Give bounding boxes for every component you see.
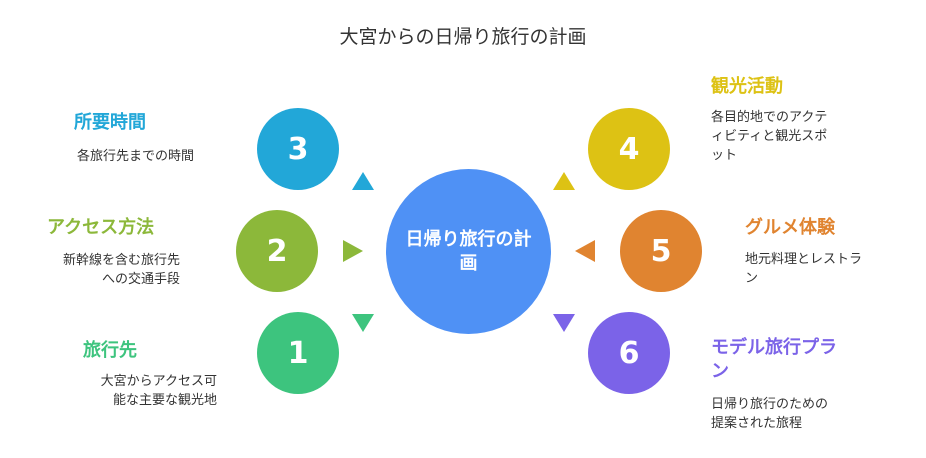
node-6-description-line: 提案された旅程 <box>711 416 803 431</box>
node-2-description-line: への交通手段 <box>101 272 180 287</box>
node-2-arrow <box>343 240 363 262</box>
node-3-number: 3 <box>287 131 309 167</box>
node-4-heading: 観光活動 <box>711 76 783 97</box>
node-4-description-line: ット <box>711 148 738 163</box>
node-5-description-line: 地元料理とレストラ <box>745 252 863 267</box>
node-2-description-line: 新幹線を含む旅行先 <box>62 253 180 268</box>
node-6-number: 6 <box>618 335 640 371</box>
node-4-description-line: ィビティと観光スポ <box>711 129 828 144</box>
node-1-description-line: 能な主要な観光地 <box>112 393 217 408</box>
page-title: 大宮からの日帰り旅行の計画 <box>339 26 587 48</box>
node-1-circle: 1 <box>257 312 339 394</box>
node-3-heading: 所要時間 <box>74 112 146 133</box>
node-6-description-line: 日帰り旅行のための <box>711 397 829 412</box>
node-6-circle: 6 <box>588 312 670 394</box>
node-5-description: 地元料理とレストラ ン <box>745 250 862 288</box>
node-6-description: 日帰り旅行のための 提案された旅程 <box>711 395 828 433</box>
node-1-description: 大宮からアクセス可 能な主要な観光地 <box>72 372 217 410</box>
node-1-arrow <box>352 314 374 332</box>
node-6-heading-line: ン <box>711 361 729 382</box>
node-5-circle: 5 <box>620 210 702 292</box>
node-6-arrow <box>553 314 575 332</box>
node-6-heading-line: モデル旅行プラ <box>711 337 837 358</box>
node-2-heading: アクセス方法 <box>47 217 155 238</box>
node-3-circle: 3 <box>257 108 339 190</box>
node-1-heading: 旅行先 <box>83 340 137 361</box>
node-4-arrow <box>553 172 575 190</box>
node-3-description-line: 各旅行先までの時間 <box>77 149 195 164</box>
node-5-description-line: ン <box>745 271 759 286</box>
node-4-circle: 4 <box>588 108 670 190</box>
node-2-circle: 2 <box>236 210 318 292</box>
node-5-heading: グルメ体験 <box>745 217 835 238</box>
node-5-number: 5 <box>650 233 672 269</box>
node-5-arrow <box>575 240 595 262</box>
center-hub-label: 日帰り旅行の計画 <box>405 228 532 274</box>
node-6-heading: モデル旅行プラ ン <box>711 336 837 384</box>
center-hub: 日帰り旅行の計画 <box>386 169 551 334</box>
node-3-description: 各旅行先までの時間 <box>77 147 194 166</box>
node-1-description-line: 大宮からアクセス可 <box>100 374 217 389</box>
node-3-arrow <box>352 172 374 190</box>
node-2-description: 新幹線を含む旅行先 への交通手段 <box>40 251 180 289</box>
node-1-number: 1 <box>287 335 309 371</box>
node-4-description-line: 各目的地でのアクテ <box>711 110 828 125</box>
node-4-description: 各目的地でのアクテ ィビティと観光スポ ット <box>711 108 827 165</box>
node-2-number: 2 <box>266 233 288 269</box>
node-4-number: 4 <box>618 131 640 167</box>
